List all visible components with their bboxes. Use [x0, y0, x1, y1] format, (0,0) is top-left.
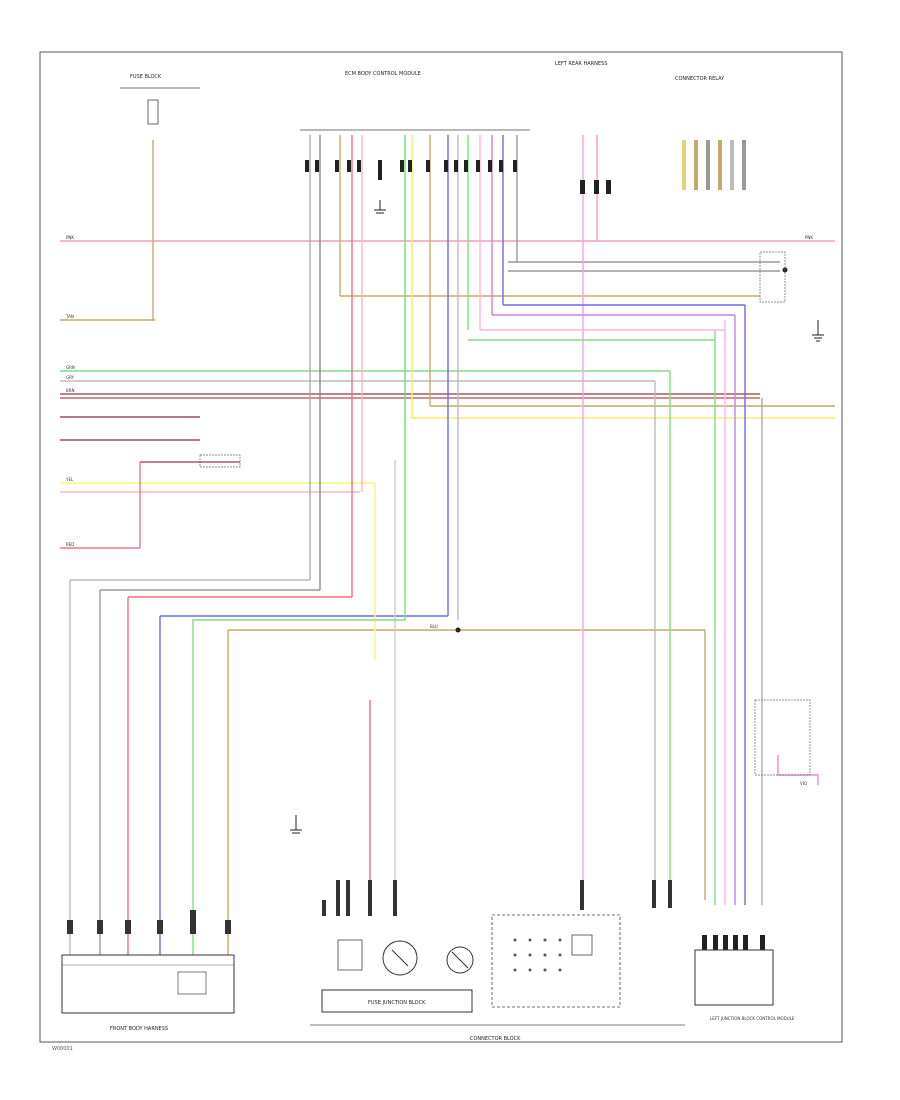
junction-dot: [455, 627, 461, 633]
wire-green-join: [192, 595, 406, 630]
horizontal-wires: [60, 240, 835, 631]
relay-box-small: [337, 939, 363, 971]
tag-blue: BLU: [430, 624, 438, 629]
ecm-label: ECM BODY CONTROL MODULE: [345, 71, 421, 77]
ground-icon: [812, 320, 824, 342]
relay-left: [199, 454, 241, 468]
rear-harness-label: LEFT REAR HARNESS: [555, 61, 607, 67]
tag-brown: BRN: [66, 388, 75, 393]
relay-bottomright: [754, 699, 811, 776]
center-connector-pins: [322, 880, 672, 916]
tag-green: GRN: [66, 365, 75, 370]
gauge-2: [446, 946, 474, 974]
right-connector-label: CONNECTOR RELAY: [675, 76, 725, 82]
relay-right: [759, 251, 786, 303]
bottom-center-label: CONNECTOR BLOCK: [470, 1036, 521, 1042]
wire-pink-bottomright: [777, 755, 819, 785]
tag-gray: GRY: [66, 375, 75, 380]
gauge-2-needle: [451, 951, 469, 969]
fbh-inner-relay: [177, 971, 207, 995]
tag-tan: TAN: [65, 314, 74, 319]
front-body-harness-box: [61, 954, 235, 1014]
ecm-connector-pins: [305, 160, 517, 180]
fuse-junction-block-box: [321, 989, 473, 1013]
tag-pink-r: PNK: [805, 235, 813, 240]
bottom-right-pins: [702, 935, 765, 950]
vertical-wires: [69, 135, 763, 955]
wire-pink-right: [480, 329, 726, 340]
fbh-pins: [67, 910, 231, 934]
ground-icon-3: [290, 815, 302, 834]
cluster-connector: [571, 934, 593, 956]
footer-code: W00001: [52, 1046, 73, 1052]
bottom-right-label: LEFT JUNCTION BLOCK CONTROL MODULE: [710, 1016, 795, 1021]
ground-icon-2: [374, 200, 386, 214]
tag-pink: PNK: [66, 235, 74, 240]
left-top-label: FUSE BLOCK: [130, 74, 162, 80]
gauge-1: [382, 940, 418, 976]
fuse-junction-block-label: FUSE JUNCTION BLOCK: [368, 1000, 426, 1006]
fuse-icon: [147, 99, 159, 125]
diagram-frame: [39, 51, 843, 1043]
rear-harness-pins: [580, 180, 611, 194]
tag-yellow: YEL: [65, 477, 74, 482]
bottom-right-module-box: [694, 949, 774, 1006]
gauge-1-needle: [391, 949, 409, 967]
tag-violet: VIO: [800, 781, 807, 786]
front-body-harness-label: FRONT BODY HARNESS: [110, 1026, 168, 1032]
cluster-module-box: [491, 914, 621, 1008]
right-connector-pins: [682, 140, 746, 190]
tag-red: RED: [66, 542, 74, 547]
cluster-dots: [513, 938, 562, 972]
